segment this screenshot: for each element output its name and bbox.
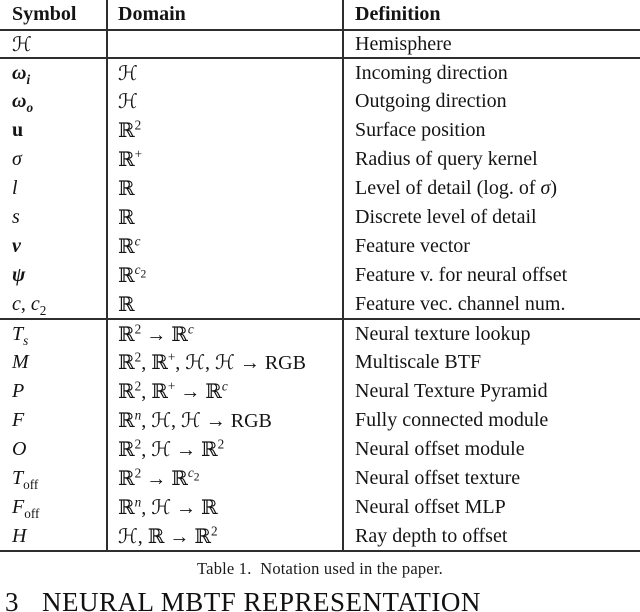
section-number: 3 <box>5 587 19 612</box>
domain-cell: ℝ2, ℝ+ → ℝc <box>106 377 343 406</box>
domain-cell: ℋ <box>106 58 343 87</box>
definition-cell: Feature v. for neural offset <box>342 261 640 290</box>
symbol-cell: H <box>0 522 107 552</box>
domain-cell <box>106 30 343 59</box>
domain-cell: ℝc2 <box>106 261 343 290</box>
column-header-domain: Domain <box>106 0 343 31</box>
symbol-cell: c, c2 <box>0 290 107 320</box>
symbol-cell: v <box>12 235 21 257</box>
definition-cell: Neural offset texture <box>342 464 640 493</box>
domain-cell: ℝ2, ℋ → ℝ2 <box>106 435 343 464</box>
definition-cell: Multiscale BTF <box>342 348 640 377</box>
table-row: ℋ Hemisphere <box>0 30 640 59</box>
symbol-cell: F <box>12 409 25 431</box>
symbol-cell: ℋ <box>0 30 107 59</box>
domain-cell: ℝ2 → ℝc <box>106 319 343 348</box>
domain-cell: ℝ <box>106 174 343 203</box>
symbol-cell: u <box>12 119 24 141</box>
definition-cell: Outgoing direction <box>342 87 640 116</box>
symbol-cell: ωo <box>12 90 34 115</box>
symbol-cell: Foff <box>12 496 40 521</box>
symbol-cell: s <box>12 206 20 228</box>
column-header-definition: Definition <box>342 0 640 31</box>
table-row: M ℝ2, ℝ+, ℋ, ℋ → RGB Multiscale BTF <box>0 348 640 377</box>
table-row: P ℝ2, ℝ+ → ℝc Neural Texture Pyramid <box>0 377 640 406</box>
table-caption: Table 1. Notation used in the paper. <box>197 559 443 578</box>
domain-cell: ℝn, ℋ, ℋ → RGB <box>106 406 343 435</box>
table-header-row: Symbol Domain Definition <box>0 0 640 31</box>
domain-cell: ℝ2 <box>106 116 343 145</box>
definition-cell: Neural offset MLP <box>342 493 640 522</box>
column-header-symbol: Symbol <box>0 0 107 31</box>
definition-cell: Hemisphere <box>342 30 640 59</box>
definition-cell: Neural Texture Pyramid <box>342 377 640 406</box>
symbol-cell: σ <box>12 148 22 170</box>
table-row: l ℝ Level of detail (log. of σ) <box>0 174 640 203</box>
domain-cell: ℝ <box>106 290 343 320</box>
symbol-cell: M <box>12 351 29 373</box>
table-row: v ℝc Feature vector <box>0 232 640 261</box>
table-row: ωo ℋ Outgoing direction <box>0 87 640 116</box>
table-row: O ℝ2, ℋ → ℝ2 Neural offset module <box>0 435 640 464</box>
table-row: H ℋ, ℝ → ℝ2 Ray depth to offset <box>0 522 640 552</box>
table-row: F ℝn, ℋ, ℋ → RGB Fully connected module <box>0 406 640 435</box>
domain-cell: ℝc <box>106 232 343 261</box>
definition-cell: Level of detail (log. of σ) <box>342 174 640 203</box>
domain-cell: ℋ <box>106 87 343 116</box>
notation-table: Symbol Domain Definition ℋ Hemisphere ωi… <box>0 0 640 552</box>
definition-cell: Fully connected module <box>342 406 640 435</box>
domain-cell: ℝ2 → ℝc2 <box>106 464 343 493</box>
symbol-cell: Ts <box>12 322 29 348</box>
symbol-cell: ωi <box>12 61 31 87</box>
symbol-cell: P <box>12 380 25 402</box>
definition-cell: Radius of query kernel <box>342 145 640 174</box>
table-row: c, c2 ℝ Feature vec. channel num. <box>0 290 640 320</box>
definition-cell: Neural offset module <box>342 435 640 464</box>
definition-cell: Surface position <box>342 116 640 145</box>
symbol-cell: O <box>12 438 27 460</box>
definition-cell: Ray depth to offset <box>342 522 640 552</box>
definition-cell: Incoming direction <box>342 58 640 87</box>
domain-cell: ℋ, ℝ → ℝ2 <box>106 522 343 552</box>
symbol-cell: Toff <box>12 467 39 492</box>
symbol-cell: ψ <box>12 264 26 286</box>
symbol-cell: l <box>12 177 18 199</box>
definition-cell: Feature vec. channel num. <box>342 290 640 320</box>
table-row: Ts ℝ2 → ℝc Neural texture lookup <box>0 319 640 348</box>
table-row: σ ℝ+ Radius of query kernel <box>0 145 640 174</box>
table-row: s ℝ Discrete level of detail <box>0 203 640 232</box>
definition-cell: Neural texture lookup <box>342 319 640 348</box>
table-row: u ℝ2 Surface position <box>0 116 640 145</box>
domain-cell: ℝn, ℋ → ℝ <box>106 493 343 522</box>
definition-cell: Feature vector <box>342 232 640 261</box>
domain-cell: ℝ+ <box>106 145 343 174</box>
definition-cell: Discrete level of detail <box>342 203 640 232</box>
table-row: Toff ℝ2 → ℝc2 Neural offset texture <box>0 464 640 493</box>
section-heading: 3 NEURAL MBTF REPRESENTATION <box>0 589 640 612</box>
domain-cell: ℝ2, ℝ+, ℋ, ℋ → RGB <box>106 348 343 377</box>
table-row: ωi ℋ Incoming direction <box>0 58 640 87</box>
table-row: ψ ℝc2 Feature v. for neural offset <box>0 261 640 290</box>
domain-cell: ℝ <box>106 203 343 232</box>
table-row: Foff ℝn, ℋ → ℝ Neural offset MLP <box>0 493 640 522</box>
section-title: NEURAL MBTF REPRESENTATION <box>42 587 481 612</box>
